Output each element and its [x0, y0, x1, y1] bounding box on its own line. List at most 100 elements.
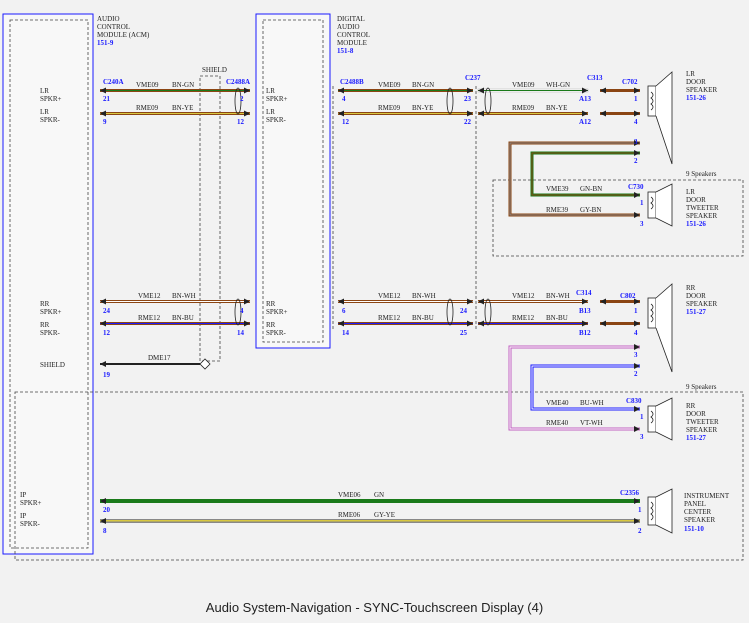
wl-rr-neg-b-code: RME12 — [378, 314, 401, 322]
dam-lr-pos-1: LR — [266, 87, 275, 95]
pin-c802-3: 3 — [634, 351, 638, 359]
pin-acm-shield: 19 — [103, 371, 111, 379]
pin-c830-3: 3 — [640, 433, 644, 441]
lr-door-ref: 151-26 — [686, 94, 706, 102]
lr-tweeter-speaker-icon — [647, 183, 673, 227]
dam-rr-pos-1: RR — [266, 300, 276, 308]
acm-lr-pos-2: SPKR+ — [40, 95, 62, 103]
pin-acm-lr-pos: 21 — [103, 95, 111, 103]
rr-tweeter-speaker-icon — [647, 397, 673, 441]
acm-rr-pos-1: RR — [40, 300, 50, 308]
pin-c2488b-rr-neg: 14 — [342, 329, 350, 337]
wl-rr-pos-c-code: VME12 — [512, 292, 535, 300]
conn-c2356: C2356 — [620, 489, 640, 497]
acm-ip-pos-2: SPKR+ — [20, 499, 42, 507]
dam-lr-neg-1: LR — [266, 108, 275, 116]
pin-acm-rr-pos: 24 — [103, 307, 111, 315]
acm-rr-pos-2: SPKR+ — [40, 308, 62, 316]
wl-rr-tw-pos-color: BU-WH — [580, 399, 604, 407]
acm-ip-neg-2: SPKR- — [20, 520, 41, 528]
wl-lr-tw-neg-color: GY-BN — [580, 206, 601, 214]
rr-door-line-1: RR — [686, 284, 696, 292]
pin-c237-rr-neg: 25 — [460, 329, 468, 337]
wire-ip-pos — [100, 499, 640, 503]
pin-c702-2: 2 — [634, 157, 638, 165]
connector-arrows — [100, 87, 640, 524]
pin-c802-2: 2 — [634, 370, 638, 378]
ip-center-line-2: PANEL — [684, 500, 706, 508]
lr-tweeter-ref: 151-26 — [686, 220, 706, 228]
wl-rr-neg-b-color: BN-BU — [412, 314, 434, 322]
pin-c313-neg: A12 — [579, 118, 592, 126]
conn-c314: C314 — [576, 289, 592, 297]
wl-lr-neg-b-color: BN-YE — [412, 104, 433, 112]
dam-rr-neg-2: SPKR- — [266, 329, 287, 337]
wl-lr-neg-c-code: RME09 — [512, 104, 535, 112]
lr-tweeter-line-3: TWEETER — [686, 204, 719, 212]
rr-tweeter-line-2: DOOR — [686, 410, 706, 418]
wl-lr-pos-b-color: BN-GN — [412, 81, 434, 89]
acm-ip-pos-1: IP — [20, 491, 26, 499]
wire-shield — [100, 358, 211, 370]
conn-c2488a: C2488A — [226, 78, 250, 86]
dam-name-4: MODULE — [337, 39, 367, 47]
wl-lr-pos-a-color: BN-GN — [172, 81, 194, 89]
ip-center-line-3: CENTER — [684, 508, 712, 516]
lr-door-line-2: DOOR — [686, 78, 706, 86]
wl-rr-tw-neg-code: RME40 — [546, 419, 569, 427]
pin-c2488a-lr-pos: 2 — [240, 95, 244, 103]
acm-name-2: CONTROL — [97, 23, 130, 31]
diagram-caption: Audio System-Navigation - SYNC-Touchscre… — [205, 600, 544, 615]
pin-c2488a-rr-pos: 4 — [240, 307, 244, 315]
wire-lr-neg — [100, 112, 640, 115]
wl-rr-neg-c-code: RME12 — [512, 314, 535, 322]
pin-c2356-1: 1 — [638, 506, 642, 514]
pin-c830-1: 1 — [640, 413, 644, 421]
rr-tweeter-ref: 151-27 — [686, 434, 706, 442]
wire-rr-tweeter — [508, 345, 640, 431]
pin-c802-4: 4 — [634, 329, 638, 337]
wl-lr-tw-neg-code: RME39 — [546, 206, 569, 214]
conn-c240a: C240A — [103, 78, 124, 86]
pin-c314-neg: B12 — [579, 329, 591, 337]
wl-lr-neg-c-color: BN-YE — [546, 104, 567, 112]
pin-c702-1: 1 — [634, 95, 638, 103]
wl-lr-tw-pos-code: VME39 — [546, 185, 569, 193]
wl-ip-pos-color: GN — [374, 491, 384, 499]
ip-center-line-1: INSTRUMENT — [684, 492, 730, 500]
dam-rr-neg-1: RR — [266, 321, 276, 329]
pin-c2488a-lr-neg: 12 — [237, 118, 245, 126]
dam-rr-pos-2: SPKR+ — [266, 308, 288, 316]
acm-ref: 151-9 — [97, 39, 114, 47]
wl-ip-neg-code: RME06 — [338, 511, 361, 519]
acm-lr-pos-1: LR — [40, 87, 49, 95]
wl-rr-neg-a-color: BN-BU — [172, 314, 194, 322]
conn-c313: C313 — [587, 74, 603, 82]
pin-c314-pos: B13 — [579, 307, 591, 315]
acm-rr-neg-2: SPKR- — [40, 329, 61, 337]
wl-lr-tw-pos-color: GN-BN — [580, 185, 602, 193]
wl-lr-neg-a-code: RME09 — [136, 104, 159, 112]
dam-name-2: AUDIO — [337, 23, 360, 31]
pin-c2488b-rr-pos: 6 — [342, 307, 346, 315]
rr-tweeter-line-3: TWEETER — [686, 418, 719, 426]
conn-c730: C730 — [628, 183, 644, 191]
wl-rr-neg-c-color: BN-BU — [546, 314, 568, 322]
pin-c702-4: 4 — [634, 118, 638, 126]
pin-c2488b-lr-neg: 12 — [342, 118, 350, 126]
shield-label: SHIELD — [202, 66, 227, 74]
nine-speakers-label-1: 9 Speakers — [686, 170, 717, 178]
wl-lr-neg-a-color: BN-YE — [172, 104, 193, 112]
rr-door-line-2: DOOR — [686, 292, 706, 300]
conn-c702: C702 — [622, 78, 638, 86]
nine-speakers-label-2: 9 Speakers — [686, 383, 717, 391]
rr-tweeter-line-1: RR — [686, 402, 696, 410]
dam-name-3: CONTROL — [337, 31, 370, 39]
lr-tweeter-line-1: LR — [686, 188, 695, 196]
wl-lr-pos-b-code: VME09 — [378, 81, 401, 89]
wl-rr-pos-c-color: BN-WH — [546, 292, 570, 300]
wl-ip-neg-color: GY-YE — [374, 511, 395, 519]
acm-shield: SHIELD — [40, 361, 65, 369]
ip-center-line-4: SPEAKER — [684, 516, 715, 524]
